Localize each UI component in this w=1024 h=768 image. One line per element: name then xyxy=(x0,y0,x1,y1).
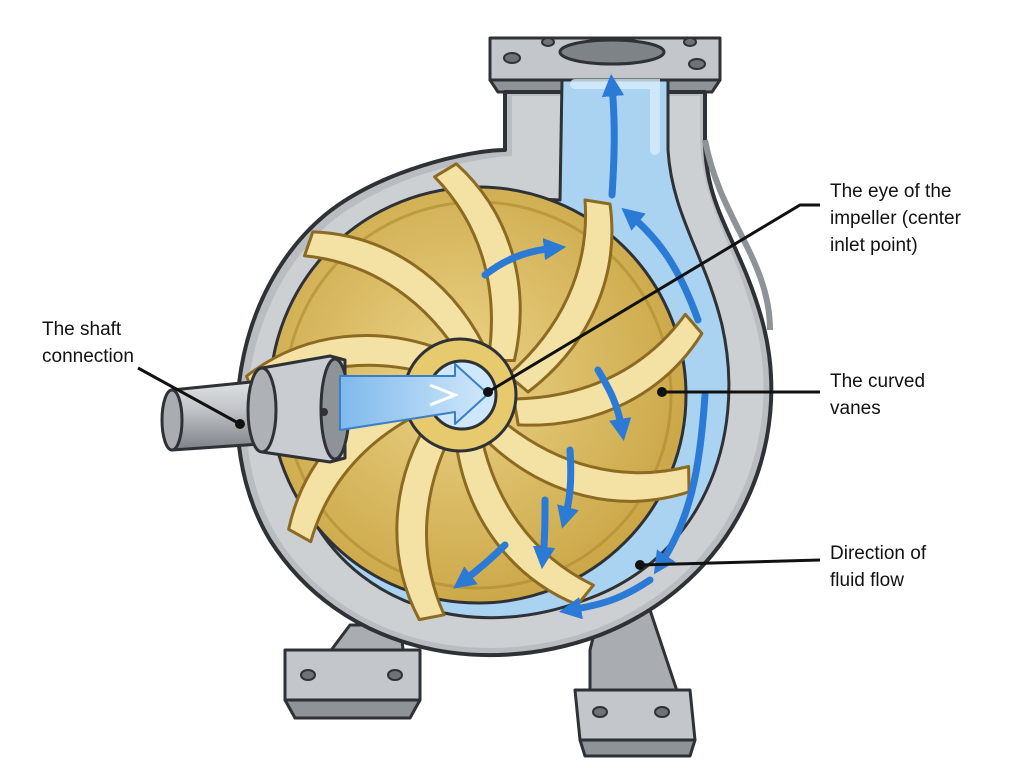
shaft-assembly xyxy=(160,354,351,464)
leader-line-flow xyxy=(639,558,821,567)
leader-line-eye xyxy=(487,203,820,394)
label-shaft-connection: The shaft connection xyxy=(42,319,134,367)
leader-line-shaft xyxy=(137,366,241,426)
label-fluid-flow-direction: Direction of fluid flow xyxy=(830,543,927,591)
inlet-stream xyxy=(339,363,489,431)
label-eye-of-impeller: The eye of the impeller (center inlet po… xyxy=(830,181,961,256)
pump-feet xyxy=(283,608,697,758)
label-curved-vanes: The curved vanes xyxy=(830,371,926,419)
curved-vanes xyxy=(245,162,704,622)
flow-direction-arrows xyxy=(453,73,709,620)
leader-lines xyxy=(137,203,821,570)
